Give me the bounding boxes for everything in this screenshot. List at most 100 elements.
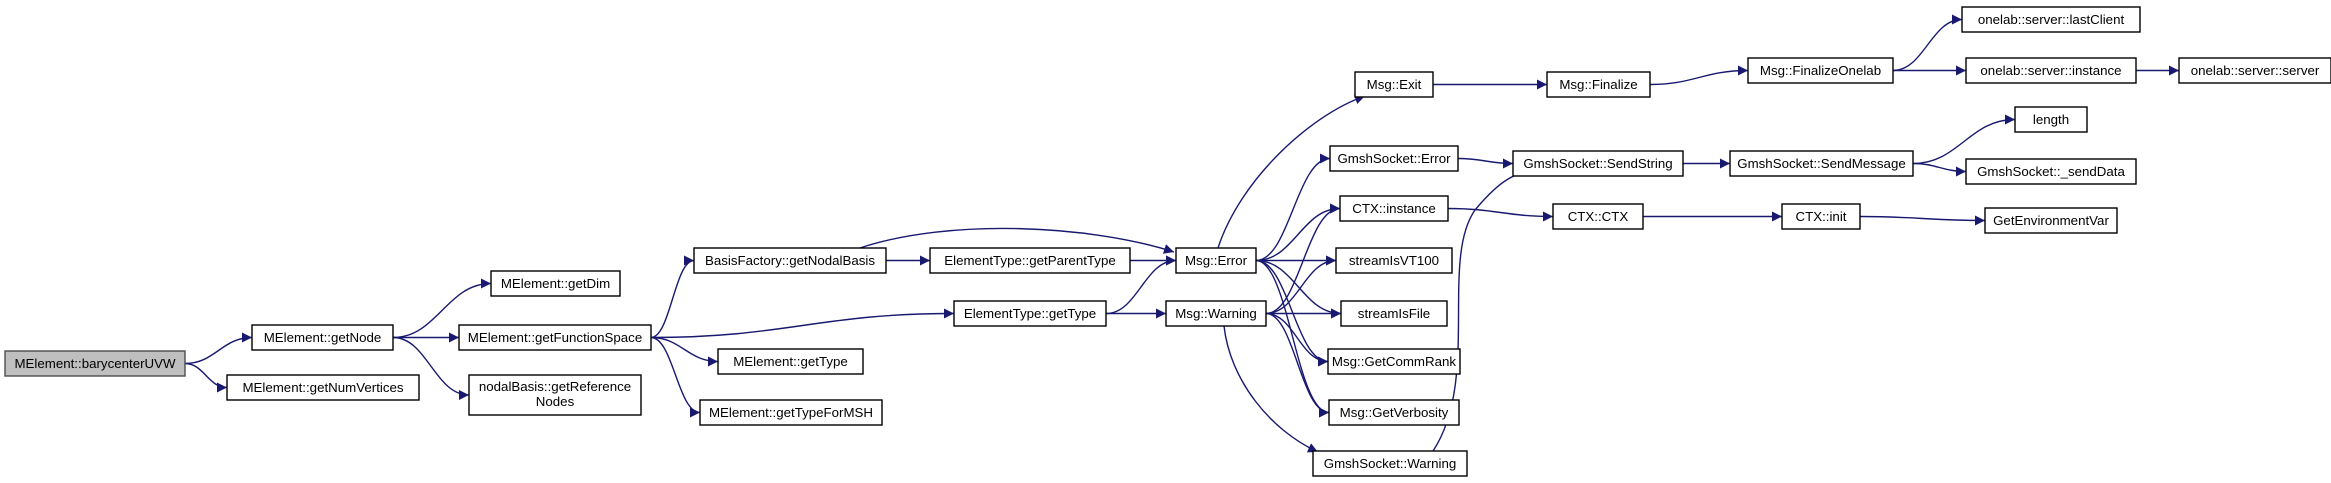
node-label: onelab::server::lastClient <box>1978 12 2125 27</box>
node-serverInstance[interactable]: onelab::server::instance <box>1965 57 2137 84</box>
node-label: streamIsFile <box>1358 306 1430 321</box>
node-ctxInstance[interactable]: CTX::instance <box>1339 195 1449 222</box>
node-box <box>490 270 621 297</box>
node-getVerbosity[interactable]: Msg::GetVerbosity <box>1328 399 1460 426</box>
node-getNodalBasis[interactable]: BasisFactory::getNodalBasis <box>693 247 887 274</box>
node-label: CTX::instance <box>1352 201 1436 216</box>
node-msgError[interactable]: Msg::Error <box>1175 247 1257 274</box>
node-label: GmshSocket::Warning <box>1324 456 1457 471</box>
node-gsWarning[interactable]: GmshSocket::Warning <box>1312 450 1468 477</box>
node-getDim[interactable]: MElement::getDim <box>490 270 621 297</box>
edge-msgError-to-ctxInstance <box>1255 203 1341 262</box>
node-box <box>468 374 642 416</box>
node-box <box>1175 247 1257 274</box>
edge-msgError-to-streamFile <box>1255 259 1342 319</box>
node-box <box>1552 203 1644 230</box>
node-streamVT100[interactable]: streamIsVT100 <box>1335 247 1453 274</box>
node-box <box>1747 57 1894 84</box>
node-getFunctionSpace[interactable]: MElement::getFunctionSpace <box>458 324 652 351</box>
node-label: MElement::getNode <box>264 330 382 345</box>
node-label: Msg::GetVerbosity <box>1340 405 1449 420</box>
node-label: GmshSocket::_sendData <box>1977 164 2125 179</box>
node-box <box>929 247 1131 274</box>
node-label: MElement::getType <box>733 354 848 369</box>
node-sendData[interactable]: GmshSocket::_sendData <box>1965 158 2137 185</box>
node-sendString[interactable]: GmshSocket::SendString <box>1512 150 1684 177</box>
edge-finalizeOnelab-to-lastClient <box>1892 14 1963 72</box>
node-label: MElement::getNumVertices <box>242 380 403 395</box>
edge-msgWarning-to-ctxInstance <box>1265 203 1341 315</box>
node-meGetType[interactable]: MElement::getType <box>717 348 864 375</box>
edge-sendMessage-to-length <box>1912 114 2016 165</box>
node-ctxInit[interactable]: CTX::init <box>1781 203 1861 230</box>
node-box <box>226 374 420 401</box>
node-getTypeForMSH[interactable]: MElement::getTypeForMSH <box>699 399 883 426</box>
edge-msgWarning-to-getVerbosity <box>1265 312 1330 418</box>
edge-msgWarning-to-gsWarning <box>1223 325 1319 453</box>
node-label: Msg::GetCommRank <box>1332 354 1456 369</box>
edge-msgError-to-gsError <box>1255 153 1331 262</box>
node-finalizeOnelab[interactable]: Msg::FinalizeOnelab <box>1747 57 1894 84</box>
edges <box>184 14 2179 453</box>
node-box <box>1165 300 1267 327</box>
node-box <box>1354 71 1434 98</box>
node-label: length <box>2033 112 2069 127</box>
edge-getFunctionSpace-to-getNodalBasis <box>650 255 695 339</box>
node-box <box>1961 6 2141 33</box>
node-getNumVertices[interactable]: MElement::getNumVertices <box>226 374 420 401</box>
node-label: GmshSocket::SendMessage <box>1737 156 1906 171</box>
node-serverServer[interactable]: onelab::server::server <box>2178 57 2331 84</box>
node-box <box>717 348 864 375</box>
edge-msgWarning-to-getCommRank <box>1265 312 1329 367</box>
node-box <box>1546 71 1651 98</box>
node-lastClient[interactable]: onelab::server::lastClient <box>1961 6 2141 33</box>
edge-gsWarning-to-sendString <box>1432 166 1534 452</box>
node-sendMessage[interactable]: GmshSocket::SendMessage <box>1729 150 1914 177</box>
edge-msgFinalize-to-finalizeOnelab <box>1649 65 1749 86</box>
node-box <box>4 350 186 377</box>
node-getParentType[interactable]: ElementType::getParentType <box>929 247 1131 274</box>
node-getNode[interactable]: MElement::getNode <box>251 324 394 351</box>
node-box <box>699 399 883 426</box>
node-msgWarning[interactable]: Msg::Warning <box>1165 300 1267 327</box>
node-box <box>1312 450 1468 477</box>
node-getCommRank[interactable]: Msg::GetCommRank <box>1327 348 1461 375</box>
node-label: GmshSocket::Error <box>1337 151 1451 166</box>
node-box <box>1329 145 1459 172</box>
node-ctxCtx[interactable]: CTX::CTX <box>1552 203 1644 230</box>
node-getEnvVar[interactable]: GetEnvironmentVar <box>1984 207 2118 234</box>
node-label: ElementType::getType <box>964 306 1096 321</box>
node-box <box>693 247 887 274</box>
edge-msgError-to-msgExit <box>1217 94 1366 249</box>
node-msgFinalize[interactable]: Msg::Finalize <box>1546 71 1651 98</box>
node-length[interactable]: length <box>2014 106 2088 133</box>
node-label: GetEnvironmentVar <box>1993 213 2109 228</box>
node-box <box>2178 57 2331 84</box>
node-label: Msg::Error <box>1185 253 1248 268</box>
node-label: BasisFactory::getNodalBasis <box>705 253 875 268</box>
node-streamFile[interactable]: streamIsFile <box>1340 300 1448 327</box>
node-label: Msg::Warning <box>1175 306 1257 321</box>
node-label: CTX::CTX <box>1568 209 1629 224</box>
node-msgExit[interactable]: Msg::Exit <box>1354 71 1434 98</box>
edge-ctxInstance-to-ctxCtx <box>1447 207 1554 222</box>
nodes: MElement::barycenterUVW MElement::getNode… <box>4 6 2331 477</box>
edge-etGetType-to-msgError <box>1105 255 1177 315</box>
node-label: ElementType::getParentType <box>944 253 1115 268</box>
node-gsError[interactable]: GmshSocket::Error <box>1329 145 1459 172</box>
node-label: Msg::Exit <box>1367 77 1422 92</box>
node-etGetType[interactable]: ElementType::getType <box>953 300 1107 327</box>
node-box <box>1340 300 1448 327</box>
edge-msgError-to-getVerbosity <box>1255 259 1330 418</box>
node-box <box>1781 203 1861 230</box>
node-box <box>2014 106 2088 133</box>
node-label: onelab::server::instance <box>1980 63 2121 78</box>
node-box <box>1335 247 1453 274</box>
node-barycenterUVW[interactable]: MElement::barycenterUVW <box>4 350 186 377</box>
node-box <box>1327 348 1461 375</box>
node-box <box>458 324 652 351</box>
node-label: GmshSocket::SendString <box>1523 156 1672 171</box>
